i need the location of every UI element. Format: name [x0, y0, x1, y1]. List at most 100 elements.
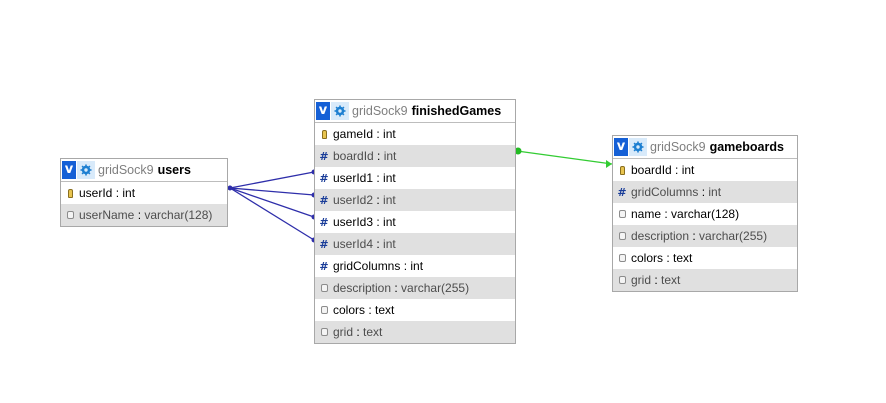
column-name: gameId: [333, 127, 374, 141]
column-row-colors[interactable]: colors : text: [315, 299, 515, 321]
column-row-name[interactable]: name : varchar(128): [613, 203, 797, 225]
column-row-gameId[interactable]: gameId : int: [315, 123, 515, 145]
column-row-description[interactable]: description : varchar(255): [315, 277, 515, 299]
numeric-field-icon: #: [617, 185, 627, 199]
text-field-icon: [617, 276, 627, 284]
column-name: grid: [333, 325, 354, 339]
column-type: int: [383, 127, 396, 141]
column-name: userId3: [333, 215, 374, 229]
table-name: gameboards: [709, 140, 784, 154]
relation-line-userId2: [229, 187, 315, 196]
column-name: gridColumns: [333, 259, 401, 273]
column-separator: :: [373, 237, 384, 251]
relation-line-boardId: [516, 150, 613, 165]
primary-key-icon: [319, 129, 329, 139]
database-name: gridSock9: [98, 163, 154, 177]
text-field-icon: [319, 306, 329, 314]
column-row-userId[interactable]: userId : int: [61, 182, 227, 204]
column-separator: :: [661, 207, 672, 221]
database-name: gridSock9: [650, 140, 706, 154]
table-name: finishedGames: [411, 104, 502, 118]
column-type: varchar(128): [144, 208, 213, 222]
column-name: boardId: [333, 149, 374, 163]
relation-endpoint-users: [227, 185, 233, 191]
relation-line-userId3: [229, 187, 315, 218]
column-name: name: [631, 207, 662, 221]
column-type: int: [383, 149, 397, 163]
column-row-description[interactable]: description : varchar(255): [613, 225, 797, 247]
column-separator: :: [663, 251, 674, 265]
column-name: userId2: [333, 193, 374, 207]
column-row-grid[interactable]: grid : text: [315, 321, 515, 343]
numeric-field-icon: #: [319, 193, 329, 207]
column-name: gridColumns: [631, 185, 699, 199]
column-row-userId2[interactable]: #userId2 : int: [315, 189, 515, 211]
relation-line-userId4: [229, 187, 315, 241]
column-separator: :: [391, 281, 402, 295]
column-type: int: [708, 185, 722, 199]
table-name: users: [157, 163, 191, 177]
text-field-icon: [65, 211, 75, 219]
column-type: varchar(255): [401, 281, 470, 295]
toggle-columns-button[interactable]: v: [316, 102, 330, 120]
toggle-columns-button[interactable]: v: [62, 161, 76, 179]
gear-icon[interactable]: [629, 138, 647, 156]
column-separator: :: [134, 208, 145, 222]
column-separator: :: [373, 149, 384, 163]
column-name: userName: [79, 208, 135, 222]
text-field-icon: [319, 284, 329, 292]
gear-icon[interactable]: [77, 161, 95, 179]
column-separator: :: [671, 163, 682, 177]
column-name: description: [333, 281, 392, 295]
column-separator: :: [651, 273, 662, 287]
column-row-gridColumns[interactable]: #gridColumns : int: [315, 255, 515, 277]
column-type: text: [363, 325, 383, 339]
column-type: int: [383, 237, 396, 251]
toggle-columns-button[interactable]: v: [614, 138, 628, 156]
primary-key-icon: [65, 188, 75, 198]
column-type: int: [122, 186, 136, 200]
numeric-field-icon: #: [319, 237, 329, 251]
numeric-field-icon: #: [319, 149, 329, 163]
column-type: int: [383, 215, 396, 229]
column-type: varchar(128): [671, 207, 740, 221]
column-row-gridColumns[interactable]: #gridColumns : int: [613, 181, 797, 203]
column-row-boardId[interactable]: # boardId : int: [315, 145, 515, 167]
column-name: userId1: [333, 171, 374, 185]
column-type: int: [681, 163, 695, 177]
column-type: int: [383, 193, 396, 207]
column-type: varchar(255): [699, 229, 768, 243]
text-field-icon: [617, 210, 627, 218]
column-separator: :: [373, 127, 384, 141]
column-name: colors: [333, 303, 366, 317]
column-name: userId: [79, 186, 113, 200]
column-type: text: [661, 273, 681, 287]
column-name: colors: [631, 251, 664, 265]
column-type: int: [410, 259, 424, 273]
column-type: int: [383, 171, 396, 185]
column-row-userId4[interactable]: # userId4 : int: [315, 233, 515, 255]
relation-line-userId1: [229, 171, 315, 189]
column-row-colors[interactable]: colors : text: [613, 247, 797, 269]
column-row-userId1[interactable]: #userId1 : int: [315, 167, 515, 189]
column-row-boardId[interactable]: boardId : int: [613, 159, 797, 181]
text-field-icon: [617, 254, 627, 262]
column-separator: :: [373, 215, 384, 229]
column-row-userId3[interactable]: # userId3 : int: [315, 211, 515, 233]
column-separator: :: [353, 325, 364, 339]
column-name: userId4: [333, 237, 374, 251]
column-separator: :: [373, 171, 384, 185]
column-separator: :: [112, 186, 123, 200]
column-separator: :: [365, 303, 376, 317]
column-row-userName[interactable]: userName : varchar(128): [61, 204, 227, 226]
gear-icon[interactable]: [331, 102, 349, 120]
numeric-field-icon: #: [319, 215, 329, 229]
column-row-grid[interactable]: grid : text: [613, 269, 797, 291]
column-name: description: [631, 229, 690, 243]
column-separator: :: [689, 229, 700, 243]
